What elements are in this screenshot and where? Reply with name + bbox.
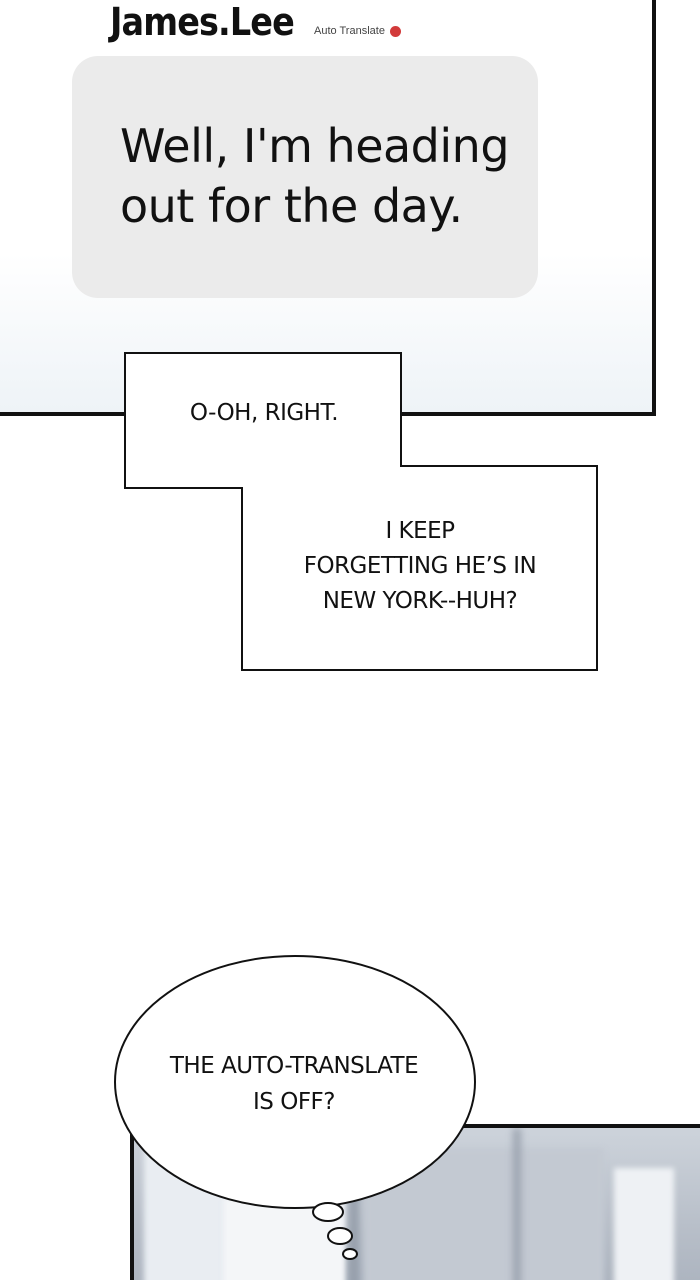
sender-name: James.Lee <box>110 0 295 44</box>
thought-bubble <box>114 955 476 1260</box>
thought-line: IS OFF? <box>253 1089 335 1115</box>
caption-line: I KEEP <box>385 518 455 544</box>
thought-line: THE AUTO-TRANSLATE <box>169 1053 419 1079</box>
blurred-pillar <box>350 1128 358 1280</box>
caption-box-divider <box>242 466 401 488</box>
auto-translate-indicator[interactable]: Auto Translate <box>314 25 401 37</box>
status-dot-icon <box>389 25 401 37</box>
message-bubble: Well, I'm heading out for the day. <box>72 56 538 298</box>
caption-line: FORGETTING HE’S IN <box>303 553 537 579</box>
message-text: Well, I'm heading out for the day. <box>120 119 510 233</box>
blurred-pillar <box>514 1128 520 1280</box>
auto-translate-label: Auto Translate <box>314 25 385 37</box>
caption-forgetting: I KEEP FORGETTING HE’S IN NEW YORK--HUH? <box>244 514 596 619</box>
chat-screen-panel: James.Lee Auto Translate Well, I'm headi… <box>0 0 656 416</box>
blurred-door <box>614 1168 674 1280</box>
caption-line: NEW YORK--HUH? <box>322 588 518 614</box>
thought-text: THE AUTO-TRANSLATE IS OFF? <box>114 1048 474 1120</box>
caption-oh-right: O-OH, RIGHT. <box>189 400 339 426</box>
